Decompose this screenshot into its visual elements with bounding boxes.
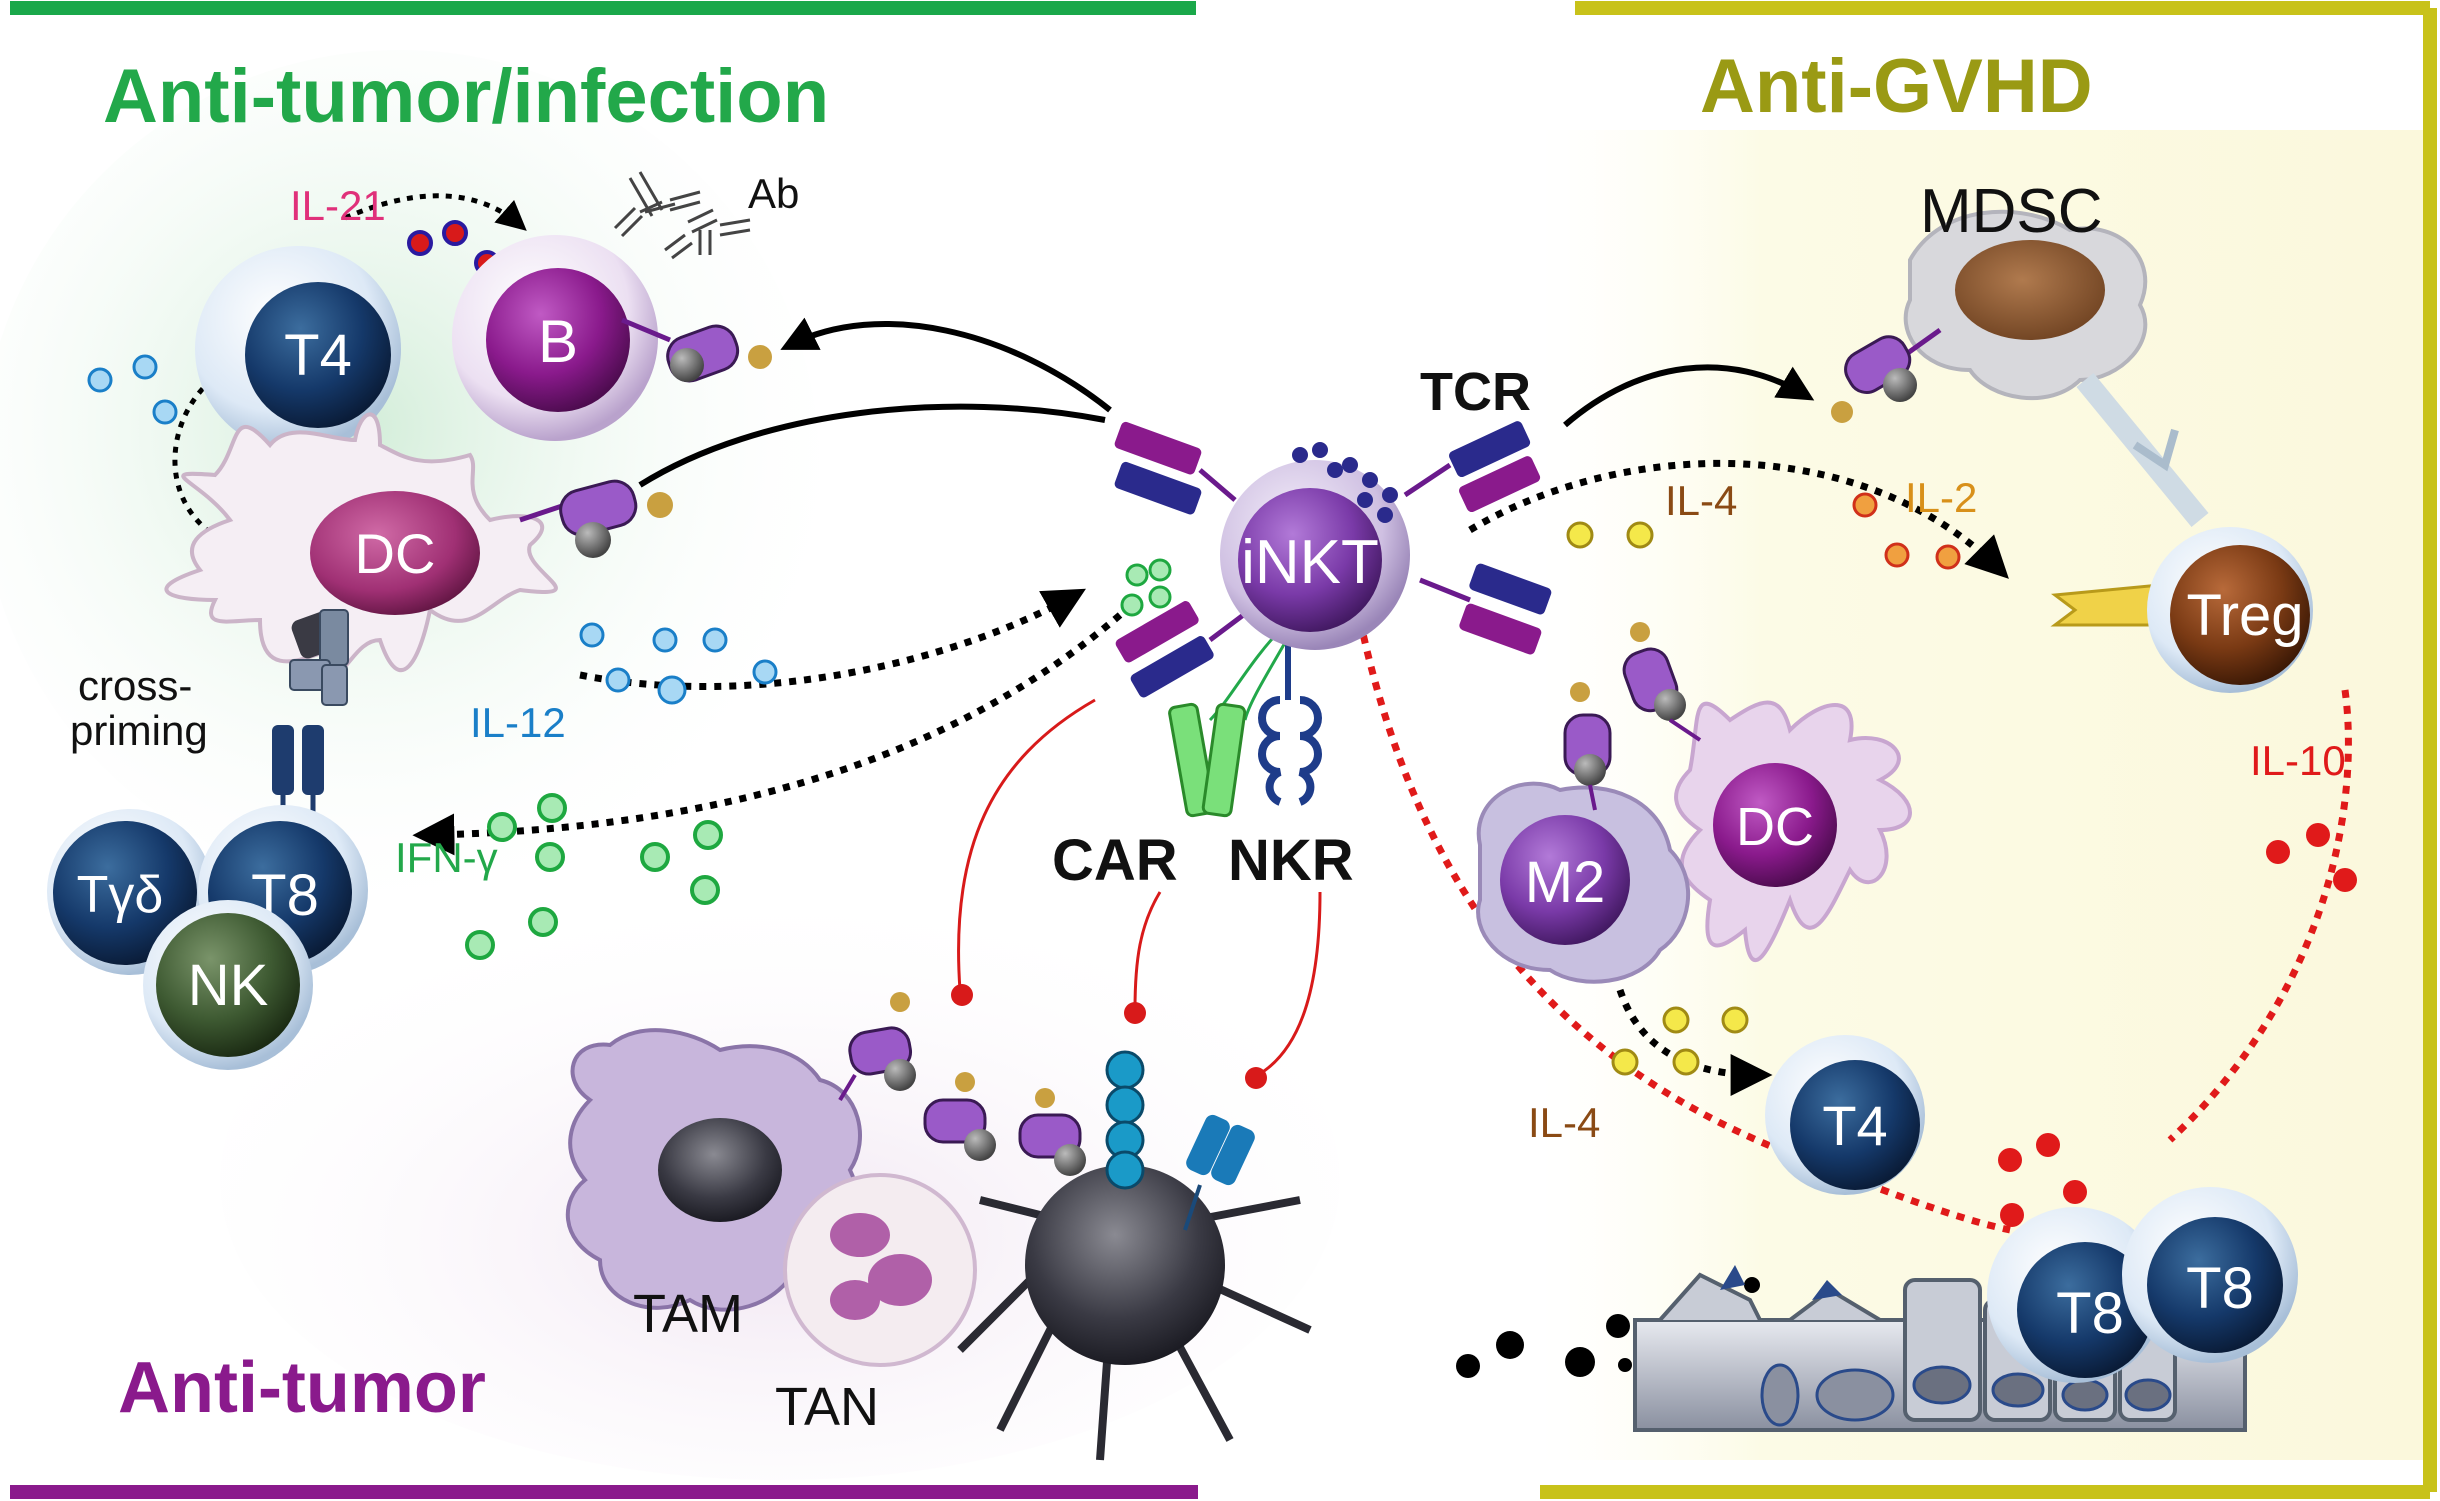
nk-cell: [156, 913, 300, 1057]
dc-cell-left: [310, 491, 480, 615]
il4-dots-bottom: [1611, 1006, 1749, 1076]
cross-priming-label-1: cross-: [78, 662, 192, 709]
t8-label-right-a: T8: [2056, 1281, 2124, 1346]
dc-cell-right: [1713, 763, 1837, 887]
il12-dots: [579, 622, 778, 705]
mdsc-to-treg-chevron: [2132, 428, 2179, 472]
arrow-inkt-il4-il2-to-treg: [1468, 459, 2009, 579]
il10-label: IL-10: [2250, 737, 2346, 784]
arrow-m2-to-t4: [1616, 988, 1773, 1096]
ifn-gamma-dots: [465, 793, 723, 960]
nkr-label: NKR: [1228, 828, 1354, 893]
inhibit-treg-il10: [2167, 689, 2352, 1143]
t4-label-right: T4: [1822, 1094, 1887, 1157]
inkt-receptors: [1114, 421, 1552, 818]
arrow-il12-to-inkt: [579, 588, 1086, 690]
arrow-inkt-ifn-to-t8: [412, 612, 1123, 856]
t4-label-left: T4: [284, 323, 352, 388]
il10-dots: [2266, 823, 2357, 892]
inhibit-nkr-to-tumor: [1257, 891, 1322, 1077]
cd1d-complex-b: [621, 317, 772, 383]
b-label: B: [538, 308, 578, 375]
t4-cell-right: [1790, 1060, 1920, 1190]
il4-dots-top: [1566, 521, 1654, 549]
tam-label: TAM: [633, 1284, 743, 1344]
tan-label: TAN: [775, 1377, 879, 1437]
mdsc-nucleus: [1955, 240, 2105, 340]
t8-label-right-b: T8: [2186, 1256, 2254, 1321]
arrow-inkt-to-b: [780, 317, 1112, 413]
tgd-cell: [53, 821, 197, 965]
inkt-cell: [1238, 488, 1382, 632]
t4-cell-left: [245, 282, 391, 428]
inhibit-end-car: [1124, 1002, 1146, 1024]
inkt-label: iNKT: [1241, 528, 1379, 597]
t8-cell-right-b: [2147, 1217, 2283, 1353]
panel-title-anti-tumor-infection: Anti-tumor/infection: [103, 54, 829, 139]
dc-label-right: DC: [1736, 797, 1814, 857]
arrow-inkt-to-dc: [638, 403, 1106, 488]
arrow-inkt-to-mdsc: [1563, 364, 1815, 428]
treg-label: Treg: [2186, 583, 2303, 648]
il12-label: IL-12: [470, 699, 566, 746]
tgd-label: Tγδ: [77, 866, 164, 924]
il12-dots-left: [87, 354, 178, 425]
car-label: CAR: [1052, 828, 1178, 893]
mdsc-label: MDSC: [1920, 177, 2103, 246]
gvhd-red-dots: [1998, 1133, 2087, 1227]
ifn-gamma-label: IFN-γ: [395, 834, 498, 881]
il2-label: IL-2: [1905, 474, 1977, 521]
cd1d-complexes-m2-dc: [1563, 622, 1702, 811]
inkt-granules: [1292, 442, 1398, 523]
inhibit-inkt-to-tam: [957, 698, 1096, 991]
inhibit-end-tam: [951, 984, 973, 1006]
cross-priming-label-2: priming: [70, 707, 208, 754]
tcr-label: TCR: [1420, 362, 1531, 422]
il4-label-bottom: IL-4: [1528, 1099, 1600, 1146]
m2-cell: [1500, 815, 1630, 945]
b-cell: [486, 268, 630, 412]
m2-label: M2: [1525, 850, 1606, 915]
arrow-il21-to-b: [343, 193, 527, 231]
tam-nucleus: [658, 1118, 782, 1222]
t8-cell-right-a: [2017, 1242, 2153, 1378]
panel-title-anti-tumor: Anti-tumor: [118, 1348, 486, 1428]
inhibit-end-nkr: [1245, 1067, 1267, 1089]
treg-ribbon: [2050, 583, 2167, 627]
cd1d-complexes-tumor: [838, 992, 1086, 1176]
dc-label-left: DC: [355, 522, 436, 585]
antibody-icons: [613, 171, 751, 260]
panel-title-anti-gvhd: Anti-GVHD: [1700, 44, 2093, 129]
tumor-ligands: [1105, 1050, 1255, 1231]
il2-dots: [1852, 492, 1961, 570]
inhibit-car-to-tumor: [1133, 891, 1162, 1011]
cd1d-complex-mdsc: [1831, 327, 1942, 423]
mhc-cross-priming-icon: [272, 609, 349, 840]
treg-cell: [2170, 545, 2310, 685]
ab-label: Ab: [748, 170, 799, 217]
tan-nucleus: [830, 1213, 932, 1320]
arrow-dc-to-t4: [172, 365, 246, 553]
inhibit-inkt-to-t4-gvhd: [1356, 619, 2011, 1234]
nk-label: NK: [188, 953, 269, 1018]
tumor-cell: [957, 1165, 1312, 1461]
il4-label-top: IL-4: [1665, 477, 1737, 524]
cd1d-complex-dc: [519, 479, 673, 558]
inkt-green-dots: [1120, 558, 1172, 617]
il21-label: IL-21: [290, 182, 386, 229]
